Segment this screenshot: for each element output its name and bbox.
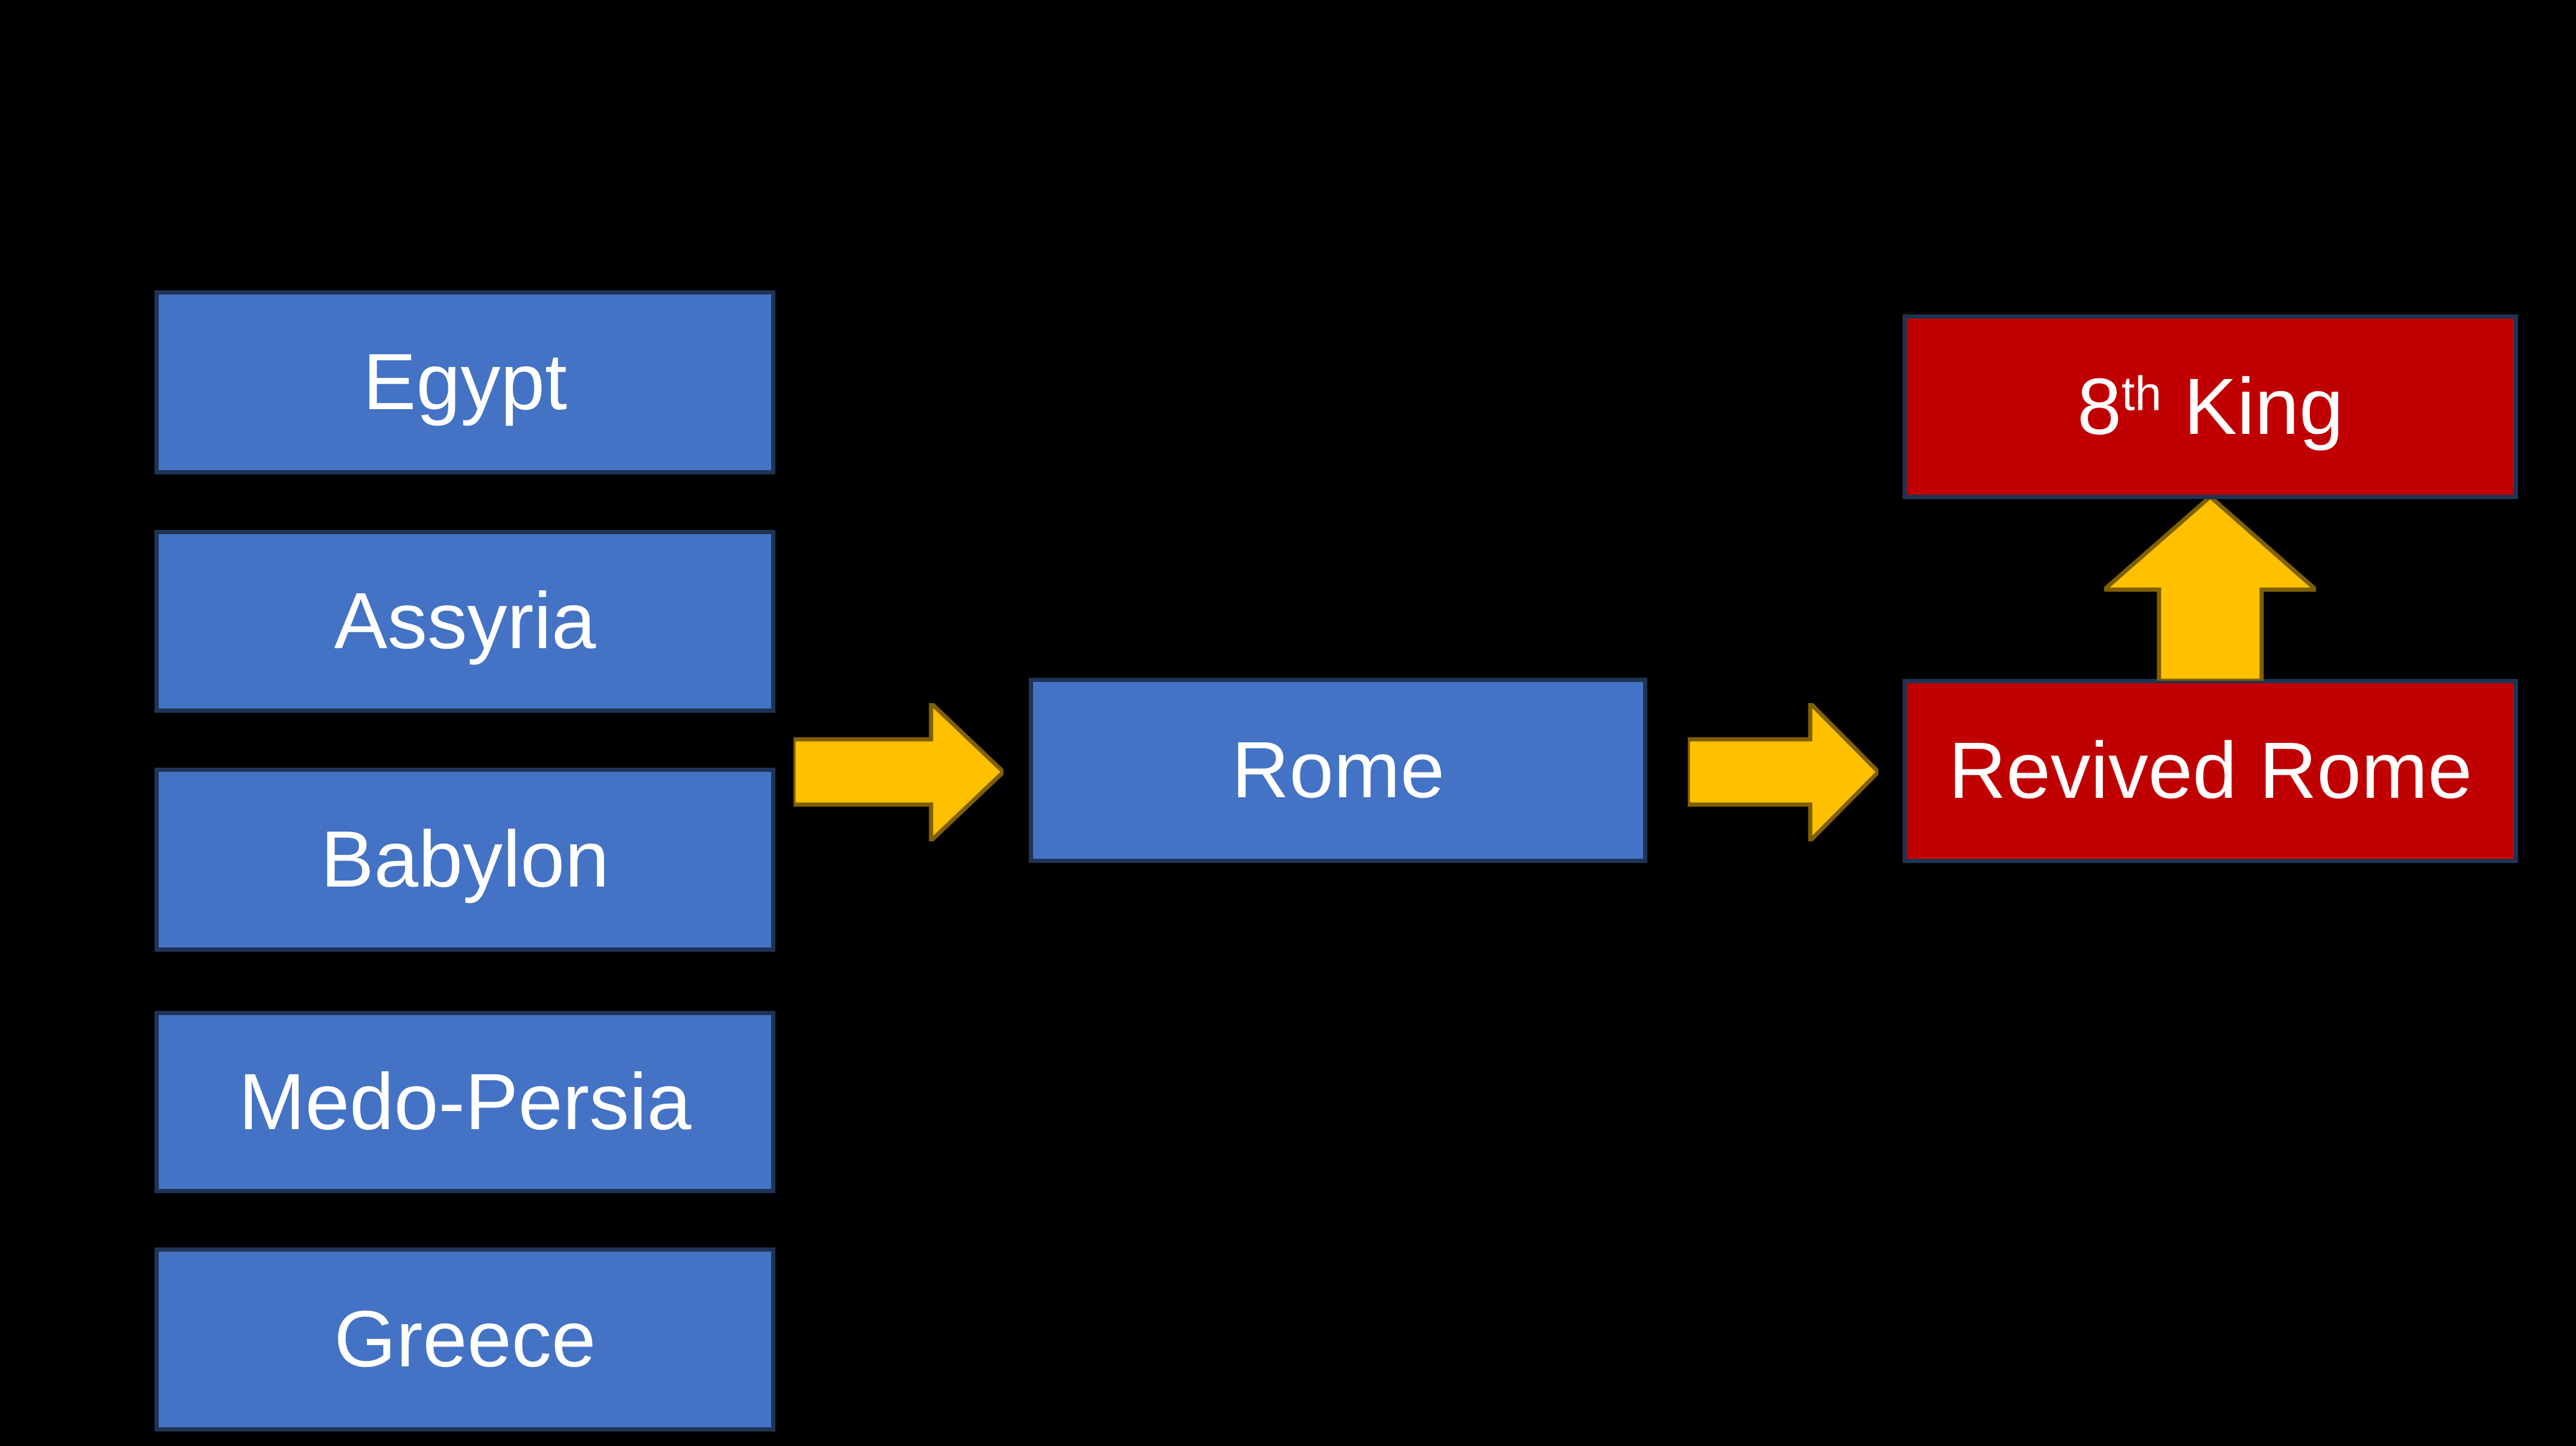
kingdom-box-egypt: Egypt — [154, 290, 775, 475]
kingdom-box-egypt-label: Egypt — [363, 337, 567, 427]
right-arrow-icon — [1688, 703, 1878, 841]
kingdom-box-babylon: Babylon — [154, 768, 775, 952]
kingdom-box-babylon-label: Babylon — [320, 815, 609, 905]
eighth-king-ordinal-suffix: th — [2121, 366, 2162, 420]
revived-rome-box: Revived Rome — [1903, 678, 2518, 863]
eighth-king-word: King — [2161, 362, 2344, 451]
right-arrow-icon — [793, 703, 1003, 841]
rome-box-label: Rome — [1232, 725, 1445, 815]
kingdom-box-assyria: Assyria — [154, 529, 775, 713]
eighth-king-box-label: 8th King — [2077, 367, 2343, 447]
kingdom-box-assyria-label: Assyria — [334, 576, 596, 666]
revived-rome-box-label: Revived Rome — [1948, 726, 2472, 816]
kingdom-box-medo-persia-label: Medo-Persia — [238, 1057, 692, 1147]
kingdom-box-greece: Greece — [154, 1247, 775, 1432]
eighth-king-box: 8th King — [1903, 314, 2518, 499]
eighth-king-number: 8 — [2077, 362, 2122, 451]
up-arrow-icon — [2104, 497, 2316, 681]
kingdom-box-medo-persia: Medo-Persia — [154, 1011, 775, 1193]
kingdom-box-greece-label: Greece — [334, 1295, 596, 1384]
rome-box: Rome — [1029, 678, 1648, 863]
